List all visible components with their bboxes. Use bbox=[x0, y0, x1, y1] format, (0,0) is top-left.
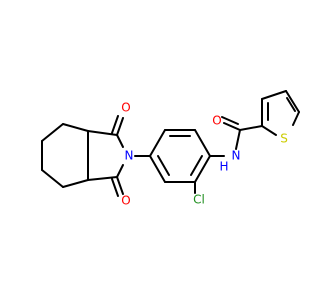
aromatic-bond bbox=[157, 155, 170, 176]
bond bbox=[194, 129, 211, 157]
bond bbox=[149, 129, 166, 157]
atom-n-amide: N bbox=[232, 149, 241, 163]
bond bbox=[62, 179, 89, 188]
atom-h-amide: H bbox=[219, 160, 228, 174]
cyclohexane-ring bbox=[41, 123, 89, 188]
atom-o-imide-bottom: O bbox=[121, 194, 130, 208]
carbonyl-bond bbox=[116, 176, 124, 195]
bond bbox=[41, 169, 64, 188]
thiophene-ring bbox=[261, 90, 300, 136]
imide-ring bbox=[87, 115, 124, 197]
bond bbox=[194, 155, 211, 183]
bond bbox=[239, 125, 263, 131]
atom-o-imide-top: O bbox=[121, 101, 130, 115]
bond bbox=[87, 176, 118, 181]
carbonyl-bond bbox=[111, 115, 119, 134]
bond bbox=[261, 90, 287, 100]
bond bbox=[235, 129, 241, 150]
bond bbox=[116, 164, 124, 178]
bond bbox=[292, 111, 300, 126]
atom-s: S bbox=[280, 132, 288, 146]
bond bbox=[62, 123, 89, 132]
bond bbox=[261, 125, 277, 136]
atom-n-imide: N bbox=[125, 149, 134, 163]
atom-o-amide: O bbox=[212, 114, 221, 128]
bond bbox=[149, 155, 166, 183]
carbonyl-bond bbox=[116, 117, 124, 136]
bond bbox=[116, 134, 124, 148]
aromatic-bond bbox=[286, 97, 296, 112]
chemical-structure: O O N H N O Cl S bbox=[41, 90, 300, 208]
carbonyl-bond bbox=[221, 116, 239, 125]
carbonyl-bond bbox=[223, 122, 241, 131]
carbonyl-bond bbox=[111, 178, 119, 197]
bond bbox=[285, 90, 300, 113]
bond bbox=[87, 130, 118, 136]
aromatic-bond bbox=[190, 155, 203, 176]
benzene-ring bbox=[149, 129, 211, 183]
bond bbox=[41, 123, 64, 142]
atom-cl: Cl bbox=[193, 193, 205, 207]
